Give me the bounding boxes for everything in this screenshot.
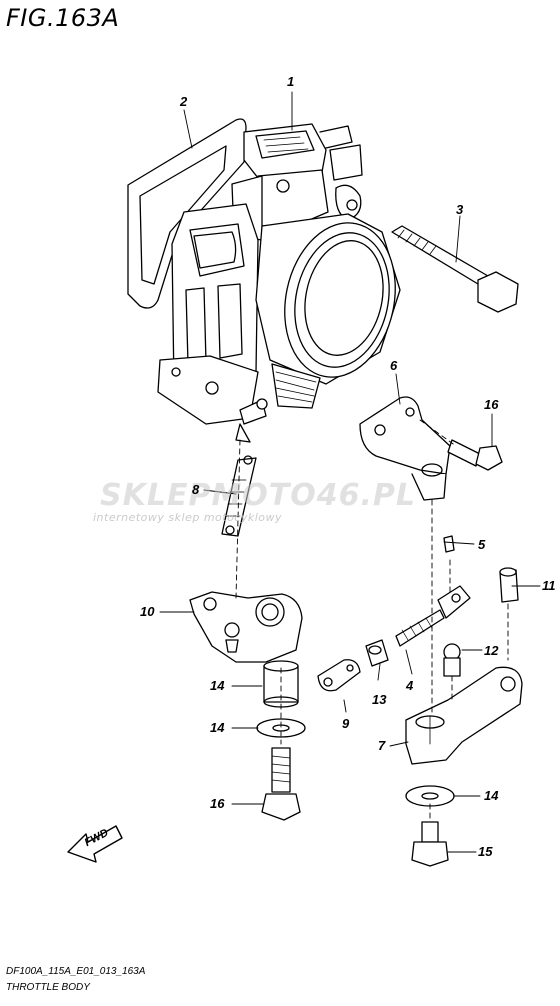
assembly-lines xyxy=(235,419,509,823)
bolt-17-part xyxy=(261,747,301,821)
callout-14-left: 14 xyxy=(210,720,225,735)
pin-11-part xyxy=(499,567,519,603)
watermark-tagline: internetowy sklep motocyklowy xyxy=(93,511,283,524)
callout-16-lower: 15 xyxy=(478,844,493,859)
callout-13: 13 xyxy=(372,692,387,707)
footer-code: DF100A_115A_E01_013_163A xyxy=(6,966,146,977)
watermark-brand: SKLEPMOTO46.PL xyxy=(100,478,417,513)
callout-5: 5 xyxy=(478,537,486,552)
lever-7-part xyxy=(405,666,523,765)
callout-10: 10 xyxy=(140,604,155,619)
footer-section: THROTTLE BODY xyxy=(6,982,90,993)
callout-12: 12 xyxy=(484,643,499,658)
callout-9: 9 xyxy=(342,716,350,731)
callout-2: 2 xyxy=(180,94,188,109)
throttle-body-part xyxy=(157,123,401,443)
bolt-16-lower-part xyxy=(411,821,449,867)
callout-16-upper: 16 xyxy=(484,397,499,412)
washer-14-right-part xyxy=(405,785,455,807)
callout-11: 11 xyxy=(542,578,556,593)
bolt-16-upper-part xyxy=(447,439,503,471)
lever-10-part xyxy=(189,591,303,663)
spacer-15-part xyxy=(263,660,299,708)
callout-8: 8 xyxy=(192,482,200,497)
link-9-part xyxy=(317,659,361,692)
callout-4: 4 xyxy=(406,678,414,693)
bolt-3-part xyxy=(391,225,519,313)
rod-4-part xyxy=(395,585,471,647)
callout-7: 7 xyxy=(378,738,386,753)
bracket-6-part xyxy=(359,396,451,501)
pin-5-part xyxy=(443,535,455,553)
callout-3: 3 xyxy=(456,202,464,217)
nut-13-part xyxy=(365,639,389,667)
pin-12-part xyxy=(443,643,461,677)
leader-lines xyxy=(159,91,541,853)
figure-title: FIG.163A xyxy=(6,4,120,32)
callout-17: 16 xyxy=(210,796,225,811)
callout-14-right: 14 xyxy=(484,788,499,803)
callout-15: 14 xyxy=(210,678,225,693)
callout-1: 1 xyxy=(287,74,295,89)
fwd-arrow-icon xyxy=(67,825,123,863)
callout-6: 6 xyxy=(390,358,398,373)
